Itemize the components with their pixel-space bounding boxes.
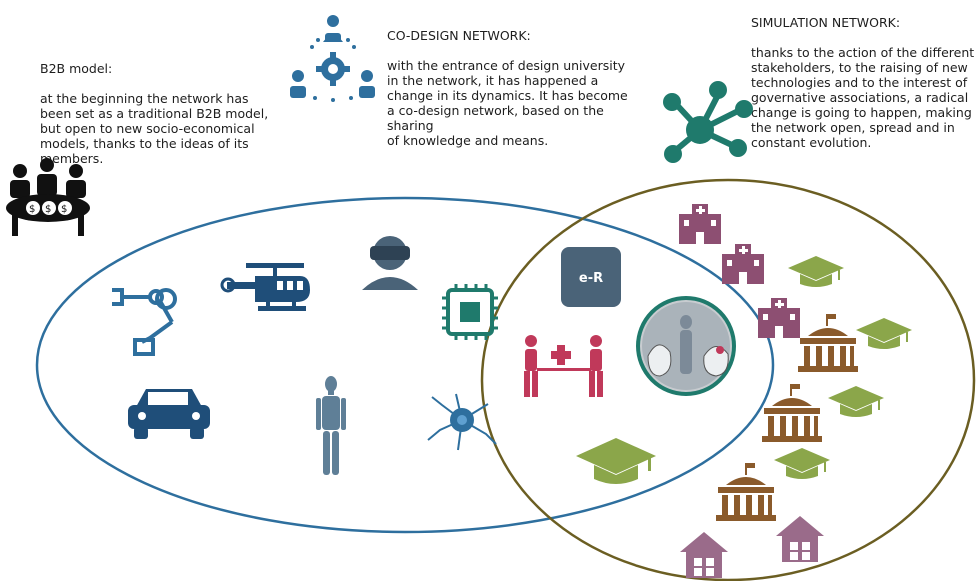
svg-text:$: $ bbox=[45, 204, 51, 215]
graduation-cap-icon bbox=[774, 448, 830, 479]
b2b-description: B2B model: at the beginning the network … bbox=[40, 46, 270, 181]
hospital-icon bbox=[679, 204, 721, 244]
anatomy-simulation-image bbox=[636, 296, 736, 396]
vr-headset-person-icon bbox=[362, 236, 418, 290]
codesign-people-gear-icon bbox=[290, 15, 375, 102]
b2b-body: at the beginning the network has been se… bbox=[40, 91, 269, 166]
svg-text:$: $ bbox=[61, 204, 67, 215]
b2b-network-ellipse bbox=[35, 196, 775, 534]
simulation-network-node-icon bbox=[663, 81, 753, 163]
codesign-title: CO-DESIGN NETWORK: bbox=[387, 28, 531, 43]
house-icon bbox=[680, 532, 728, 578]
graduation-cap-icon bbox=[828, 386, 884, 417]
government-building-icon bbox=[716, 463, 776, 521]
codesign-description: CO-DESIGN NETWORK: with the entrance of … bbox=[387, 13, 647, 163]
mannequin-icon bbox=[316, 376, 346, 475]
patient-transport-icon bbox=[524, 335, 603, 397]
hospital-icon bbox=[758, 298, 800, 338]
er-badge-label: e-R bbox=[579, 271, 603, 286]
graduation-cap-icon bbox=[576, 438, 656, 484]
simulation-title: SIMULATION NETWORK: bbox=[751, 15, 901, 30]
house-icon bbox=[776, 516, 824, 562]
graduation-cap-icon bbox=[856, 318, 912, 349]
hospital-icon bbox=[722, 244, 764, 284]
codesign-body: with the entrance of design university i… bbox=[387, 58, 628, 148]
simulation-body: thanks to the action of the different st… bbox=[751, 45, 975, 150]
helicopter-icon bbox=[220, 263, 310, 311]
government-building-icon bbox=[798, 314, 858, 372]
er-badge: e-R bbox=[561, 247, 621, 307]
government-building-icon bbox=[762, 384, 822, 442]
b2b-title: B2B model: bbox=[40, 61, 113, 76]
simulation-description: SIMULATION NETWORK: thanks to the action… bbox=[751, 0, 977, 165]
neuron-icon bbox=[427, 393, 497, 451]
simulation-network-ellipse bbox=[480, 178, 976, 581]
car-icon bbox=[128, 389, 210, 439]
svg-text:$: $ bbox=[29, 204, 35, 215]
microchip-icon bbox=[442, 284, 498, 340]
graduation-cap-icon bbox=[788, 256, 844, 287]
b2b-meeting-money-icon: $ $ $ bbox=[6, 158, 90, 236]
robot-arm-icon bbox=[112, 288, 177, 356]
